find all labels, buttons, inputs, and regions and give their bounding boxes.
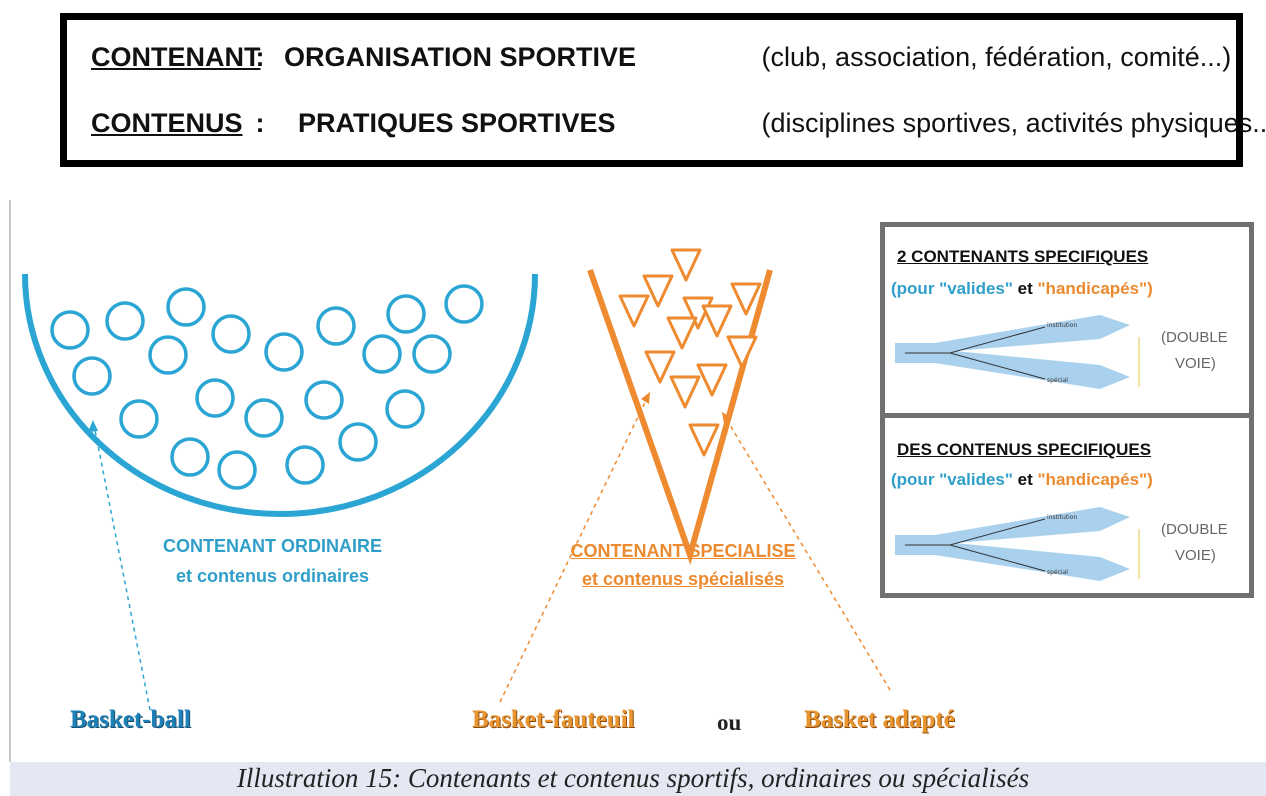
content-circle [386, 294, 426, 334]
panel-top-subtitle: (pour "valides" et "handicapés") [891, 279, 1153, 299]
content-circle [264, 332, 304, 372]
sport-connector-ou: ou [717, 710, 742, 735]
content-triangle [670, 248, 702, 282]
panel-divider [885, 413, 1249, 418]
diagram-graphics [22, 248, 891, 711]
contenant-examples: (club, association, fédération, comité..… [761, 42, 1232, 72]
content-triangle [644, 350, 676, 384]
panel-top-title: 2 CONTENANTS SPECIFIQUES [897, 247, 1149, 266]
panel-top-fork: institution spécial [895, 315, 1140, 389]
figure-caption: Illustration 15: Contenants et contenus … [236, 763, 1030, 793]
content-circle [316, 306, 356, 346]
contenant-colon: : [248, 42, 265, 72]
panel-top-handicapes: "handicapés") [1037, 279, 1153, 298]
content-circle [72, 356, 112, 396]
content-triangle [701, 304, 733, 338]
content-triangle [642, 274, 674, 308]
pointer-fauteuil [499, 391, 651, 703]
content-triangle [688, 423, 720, 457]
content-circle [412, 334, 452, 374]
arrowhead-fauteuil [641, 392, 650, 404]
pointer-lines [92, 391, 891, 711]
panel-bottom-dv1: (DOUBLE [1161, 521, 1228, 538]
specialized-contents-triangles [618, 248, 762, 457]
contenus-value: PRATIQUES SPORTIVES [298, 108, 616, 138]
panel-top-dv1: (DOUBLE [1161, 329, 1228, 346]
definition-contenus: CONTENUS : PRATIQUES SPORTIVES (discipli… [91, 108, 1266, 139]
content-circle [170, 437, 210, 477]
panel-bottom-branch-top: institution [1047, 514, 1077, 521]
panel-bottom-sub-open: (pour [891, 470, 940, 489]
definition-contenant: CONTENANT : ORGANISATION SPORTIVE (club,… [91, 42, 1231, 73]
content-circle [105, 301, 145, 341]
ordinary-label-line2: et contenus ordinaires [175, 566, 370, 586]
ordinary-contents-circles [50, 284, 484, 490]
content-triangle [696, 363, 728, 397]
specialized-container-funnel [587, 269, 773, 565]
content-triangle [666, 316, 698, 350]
panel-bottom-handicapes: "handicapés") [1037, 470, 1153, 489]
contenant-key: CONTENANT [91, 42, 261, 72]
content-circle [211, 314, 251, 354]
sport-basket-ball: Basket-ball [70, 706, 191, 733]
double-voie-panel: 2 CONTENANTS SPECIFIQUES (pour "valides"… [880, 222, 1254, 598]
panel-top-valides: "valides" [939, 279, 1013, 298]
sport-basket-fauteuil: Basket-fauteuil [472, 706, 635, 733]
contenus-colon: : [248, 108, 265, 138]
content-triangle [730, 282, 762, 316]
ordinary-label-line1: CONTENANT ORDINAIRE [163, 536, 382, 556]
content-circle [148, 335, 188, 375]
sport-basket-adapte: Basket adapté [804, 706, 955, 733]
content-circle [244, 398, 284, 438]
content-triangle [669, 375, 701, 409]
specialized-label-line2: et contenus spécialisés [581, 569, 785, 589]
content-circle [444, 284, 484, 324]
content-circle [195, 378, 235, 418]
content-triangle [726, 335, 758, 369]
content-circle [362, 334, 402, 374]
content-circle [385, 389, 425, 429]
content-triangle [618, 294, 650, 328]
contenant-value: ORGANISATION SPORTIVE [284, 42, 637, 72]
ordinary-container-bowl [22, 273, 538, 517]
pointer-adapte [721, 411, 891, 691]
panel-bottom-subtitle: (pour "valides" et "handicapés") [891, 470, 1153, 490]
content-circle [50, 310, 90, 350]
arrowhead-adapte [722, 412, 732, 424]
content-circle [119, 399, 159, 439]
caption-band [10, 762, 1266, 796]
content-circle [285, 445, 325, 485]
contenus-examples: (disciplines sportives, activités physiq… [761, 108, 1266, 138]
panel-bottom-branch-bottom: spécial [1047, 569, 1068, 576]
panel-bottom-valides: "valides" [939, 470, 1013, 489]
arrowhead-ordinary [88, 420, 98, 432]
pointer-ordinary [92, 419, 151, 711]
panel-top-dv2: VOIE) [1175, 355, 1216, 372]
panel-bottom-dv2: VOIE) [1175, 547, 1216, 564]
specialized-label-line1: CONTENANT SPECIALISE [570, 541, 796, 561]
panel-bottom-title: DES CONTENUS SPECIFIQUES [897, 440, 1152, 459]
panel-top-sub-open: (pour [891, 279, 940, 298]
contenus-key: CONTENUS [91, 108, 243, 138]
content-circle [338, 422, 378, 462]
panel-top-branch-bottom: spécial [1047, 377, 1068, 384]
left-border-line [9, 200, 11, 762]
panel-top-et: et [1012, 279, 1038, 298]
panel-bottom-fork: institution spécial [895, 507, 1140, 581]
content-circle [217, 450, 257, 490]
panel-top-branch-top: institution [1047, 322, 1077, 329]
content-circle [304, 380, 344, 420]
definition-box: CONTENANT : ORGANISATION SPORTIVE (club,… [60, 13, 1266, 167]
content-circle [166, 287, 206, 327]
panel-bottom-et: et [1012, 470, 1038, 489]
